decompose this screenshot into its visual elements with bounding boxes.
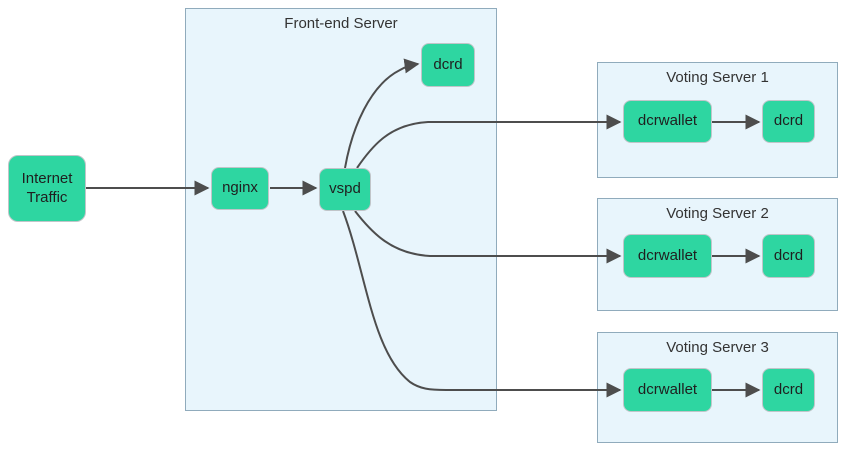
node-voting2-dcrwallet: dcrwallet <box>623 234 712 278</box>
cluster-frontend-server-title: Front-end Server <box>284 15 398 32</box>
node-vspd: vspd <box>319 168 371 211</box>
cluster-voting-server-3-title: Voting Server 3 <box>666 339 769 356</box>
cluster-voting-server-1-title: Voting Server 1 <box>666 69 769 86</box>
node-voting3-dcrwallet: dcrwallet <box>623 368 712 412</box>
node-voting1-dcrd: dcrd <box>762 100 815 143</box>
node-voting3-dcrd: dcrd <box>762 368 815 412</box>
node-nginx: nginx <box>211 167 269 210</box>
node-frontend-dcrd: dcrd <box>421 43 475 87</box>
node-voting1-dcrwallet: dcrwallet <box>623 100 712 143</box>
cluster-voting-server-2-title: Voting Server 2 <box>666 205 769 222</box>
node-internet-traffic: Internet Traffic <box>8 155 86 222</box>
node-voting2-dcrd: dcrd <box>762 234 815 278</box>
